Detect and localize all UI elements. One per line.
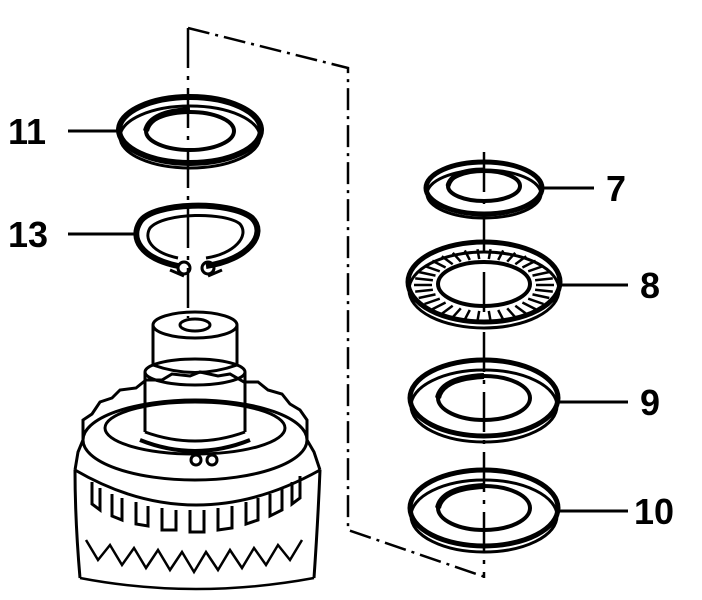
- needle-roller: [451, 251, 462, 263]
- needle-roller: [532, 293, 550, 300]
- needle-roller: [532, 270, 550, 277]
- needle-roller: [506, 307, 517, 319]
- shaft-with-gear: [73, 310, 322, 591]
- needle-roller: [497, 249, 505, 261]
- callout-13: 13: [8, 214, 48, 255]
- needle-roller: [506, 251, 517, 263]
- needle-roller: [527, 264, 544, 273]
- callout-8: 8: [640, 265, 660, 306]
- callout-11: 11: [8, 111, 46, 152]
- needle-roller: [514, 255, 527, 266]
- needle-roller: [534, 288, 553, 293]
- needle-roller: [521, 301, 537, 311]
- needle-roller: [424, 297, 441, 306]
- needle-roller: [451, 307, 462, 319]
- leader-lines: [68, 129, 628, 513]
- needle-roller: [431, 259, 447, 269]
- needle-roller: [487, 310, 492, 322]
- callout-7: 7: [606, 168, 626, 209]
- part-11-thrust-washer: [116, 94, 264, 170]
- needle-roller: [476, 248, 481, 260]
- needle-roller: [487, 248, 492, 260]
- part-13-snap-ring: [133, 202, 261, 278]
- alignment-frame: [187, 26, 489, 580]
- part-9-thrust-race: [407, 357, 561, 444]
- needle-roller: [534, 277, 553, 282]
- needle-roller: [527, 297, 544, 306]
- callout-labels: 11 13 7 8 9 10: [8, 111, 674, 532]
- needle-roller: [497, 309, 505, 321]
- needle-roller: [463, 249, 471, 261]
- needle-roller: [521, 259, 537, 269]
- needle-roller: [514, 304, 527, 315]
- needle-roller: [418, 270, 436, 277]
- needle-roller: [415, 277, 434, 282]
- part-10-thrust-race: [407, 467, 561, 554]
- needle-roller: [424, 264, 441, 273]
- needle-roller: [441, 304, 454, 315]
- needle-roller: [418, 293, 436, 300]
- centre-axes: [186, 28, 486, 578]
- needle-roller: [463, 309, 471, 321]
- part-8-needle-bearing: [405, 239, 563, 330]
- needle-roller: [441, 255, 454, 266]
- callout-10: 10: [634, 491, 674, 532]
- needle-roller: [431, 301, 447, 311]
- needle-roller: [415, 288, 434, 293]
- needle-roller: [476, 310, 481, 322]
- callout-9: 9: [640, 382, 660, 423]
